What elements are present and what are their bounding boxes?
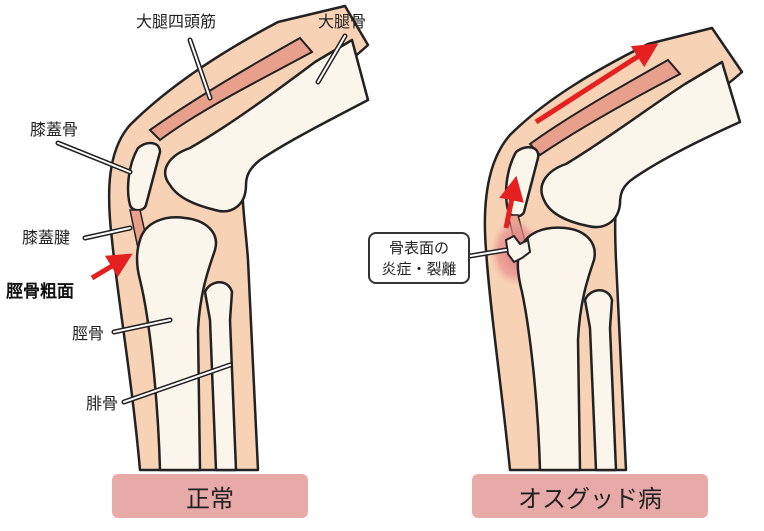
normal-tibia-bone [135,216,218,472]
tendon-pull-arrow [499,175,524,229]
osgood-femur-bone [540,60,742,229]
avulsion-fragment [504,234,532,264]
caption-osgood: オスグッド病 [472,474,708,518]
label-tibia: 脛骨 [72,324,105,343]
label-tibial-tuberosity: 脛骨粗面 [6,282,74,302]
callout-line-2: 炎症・裂離 [381,260,457,278]
normal-knee [55,4,370,472]
inflammation-callout: 骨表面の 炎症・裂離 [368,232,470,284]
label-patellar-tendon: 膝蓋腱 [22,228,71,247]
normal-quadriceps-muscle [148,36,314,142]
osgood-tibia-bone [516,226,596,472]
osgood-knee [467,26,744,472]
label-femur: 大腿骨 [318,12,367,31]
osgood-quadriceps-muscle [528,58,682,157]
label-patella: 膝蓋骨 [30,120,79,139]
osgood-fibula-bone [583,289,618,472]
muscle-pull-arrow [534,43,659,125]
label-fibula: 腓骨 [86,394,119,413]
normal-fibula-bone [203,281,238,472]
caption-normal: 正常 [112,474,308,518]
label-quadriceps: 大腿四頭筋 [136,12,217,31]
callout-line-1: 骨表面の [388,239,449,257]
normal-tuberosity-arrow [90,253,133,281]
